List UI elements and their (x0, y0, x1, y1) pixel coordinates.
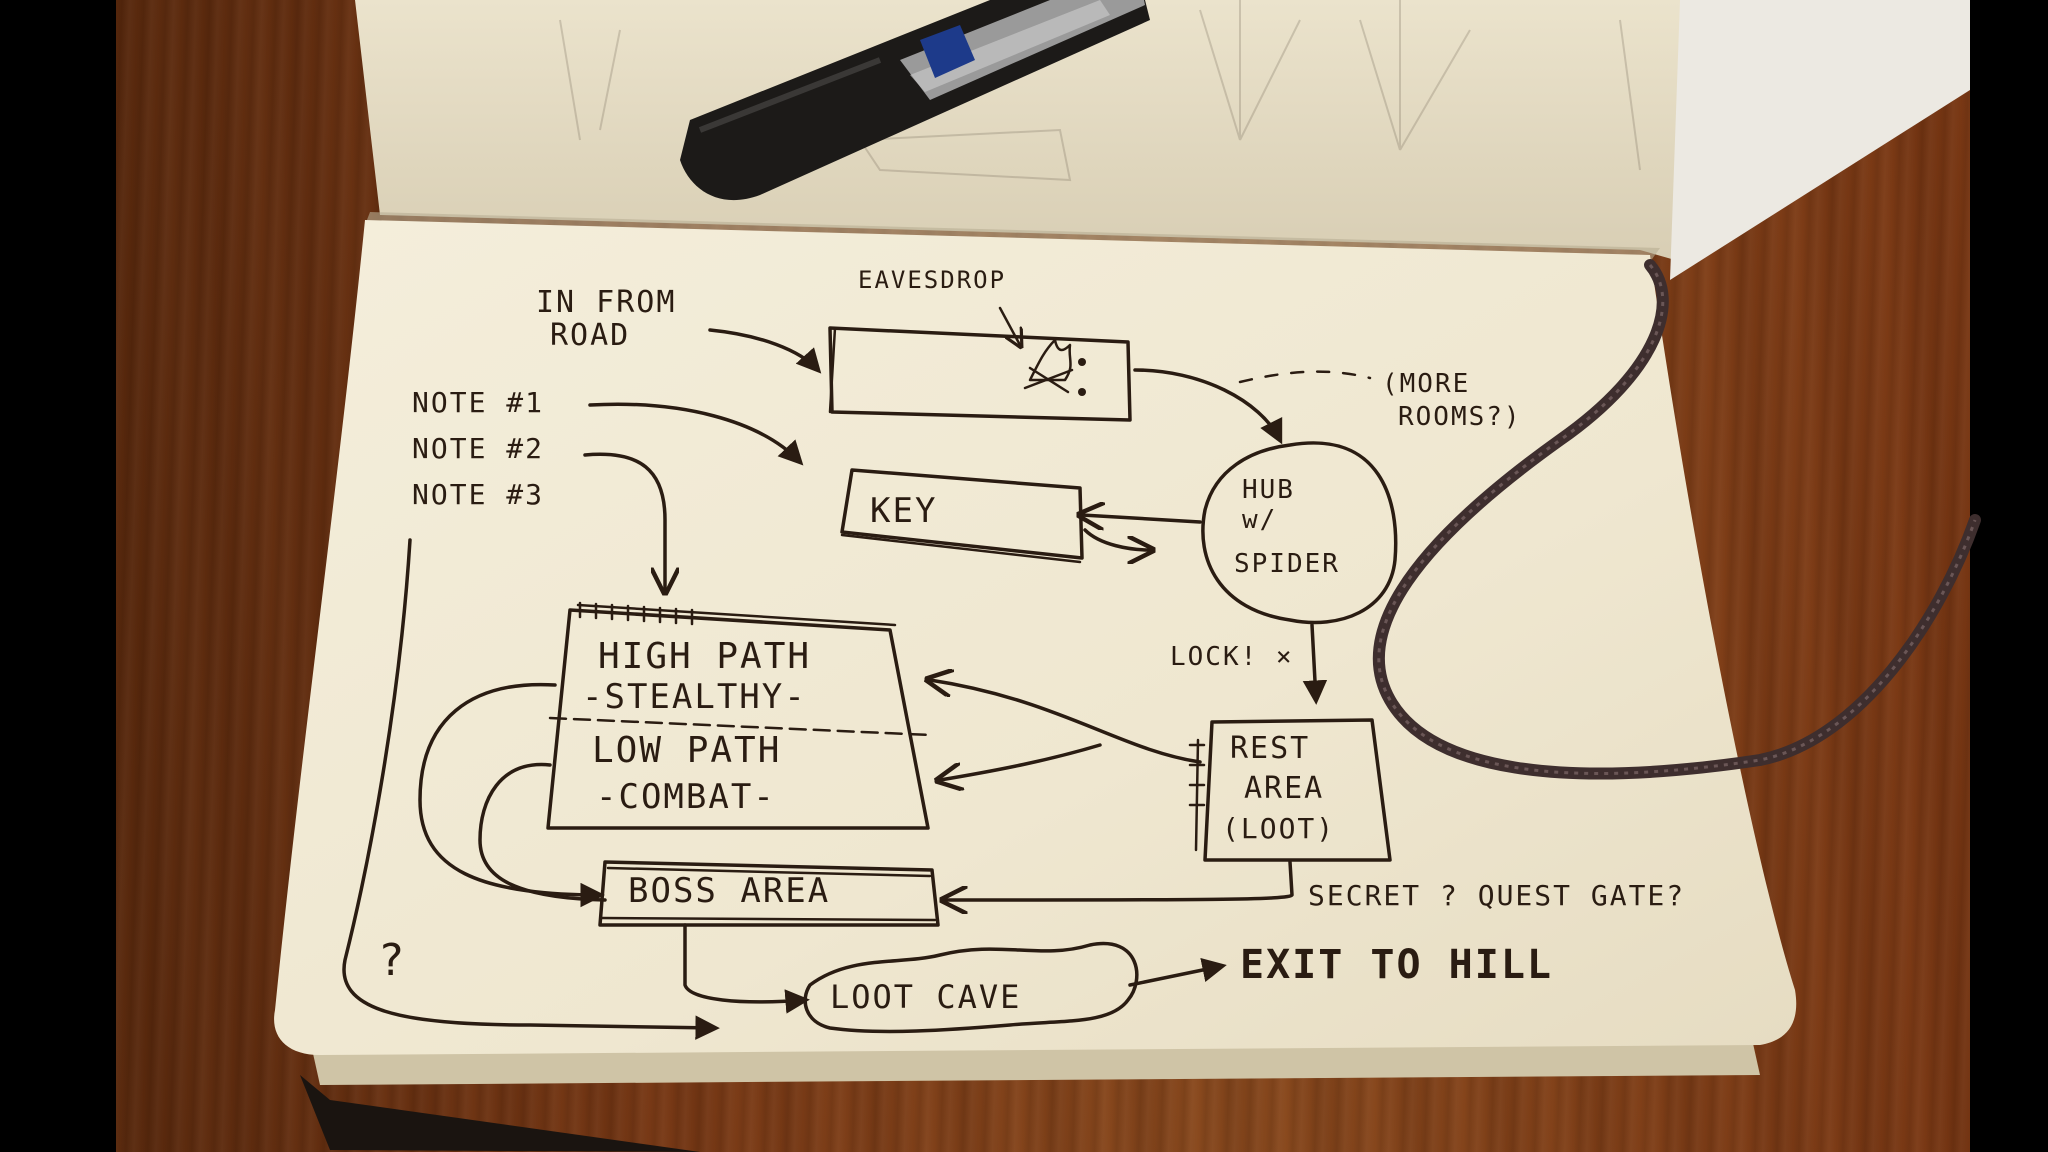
rest-area-ladder (1188, 738, 1206, 852)
arrow-rest-to-boss (945, 860, 1294, 900)
arrow-road-to-entry (708, 328, 822, 374)
label-note-1: NOTE #1 (412, 386, 544, 419)
label-rest-1: REST (1230, 731, 1310, 766)
label-eavesdrop: EAVESDROP (858, 266, 1006, 294)
letterbox-left (0, 0, 116, 1152)
arrow-note2-to-paths (583, 452, 665, 590)
label-boss-area: BOSS AREA (628, 871, 830, 911)
book-cover-edge (300, 1075, 700, 1152)
hub-circle (1201, 441, 1398, 625)
key-room-double-line (840, 533, 1082, 564)
faint-pencil-sketch (559, 0, 1641, 182)
boss-area-double (600, 866, 937, 922)
arrow-cave-to-exit (1128, 957, 1227, 987)
bookmark-ribbon (1372, 259, 1981, 780)
arrow-rest-to-high (930, 680, 1202, 764)
label-hub-2: w/ (1242, 505, 1277, 535)
label-loot-cave: LOOT CAVE (830, 978, 1021, 1016)
paths-box (546, 608, 930, 830)
arrow-rest-to-low (940, 743, 1102, 780)
label-in-from-road-1: IN FROM (536, 285, 676, 320)
arrow-long-loop (342, 538, 720, 1040)
label-secret: SECRET ? QUEST GATE? (1308, 879, 1685, 912)
loot-cave-cloud (803, 941, 1139, 1034)
label-hub-1: HUB (1242, 475, 1295, 505)
arrow-key-out (1083, 528, 1150, 550)
campfire-icon (1023, 338, 1086, 396)
upper-page (355, 0, 1690, 260)
label-note-3: NOTE #3 (412, 478, 544, 511)
label-rest-3: (LOOT) (1222, 812, 1335, 845)
arrow-hub-to-rest (1302, 623, 1328, 705)
arrow-high-to-boss (418, 682, 605, 908)
paths-divider (548, 716, 932, 737)
arrow-note1-to-key (588, 402, 804, 466)
arrow-entry-to-hub (1133, 368, 1283, 445)
label-rest-2: AREA (1244, 771, 1324, 806)
key-room-box (840, 468, 1084, 560)
label-combat: -COMBAT- (596, 777, 776, 817)
label-question: ? (378, 935, 407, 986)
label-hub-3: SPIDER (1234, 549, 1340, 579)
arrow-eavesdrop (998, 306, 1020, 345)
label-lock: LOCK! × (1170, 642, 1294, 672)
label-high-path: HIGH PATH (598, 636, 811, 677)
arrow-hub-to-key (1082, 515, 1202, 522)
entry-room-double-line (828, 326, 837, 414)
paths-box-hatching (578, 601, 694, 626)
letterbox-right (1970, 0, 2048, 1152)
arrow-boss-to-cave (683, 923, 810, 1014)
label-note-2: NOTE #2 (412, 432, 544, 465)
label-in-from-road-2: ROAD (550, 318, 630, 353)
arrow-low-to-boss (478, 762, 607, 902)
label-exit: EXIT TO HILL (1240, 942, 1553, 988)
rest-area-box (1203, 718, 1392, 862)
label-more-rooms-2: ROOMS?) (1398, 402, 1522, 432)
sketch-page (274, 220, 1797, 1055)
label-more-rooms-1: (MORE (1382, 369, 1470, 399)
boss-area-box (598, 860, 940, 927)
paths-box-top-double (576, 603, 897, 627)
label-low-path: LOW PATH (592, 730, 781, 771)
label-key: KEY (870, 491, 937, 531)
marker-pen (680, 0, 1150, 200)
loose-paper (1670, 0, 1970, 280)
label-stealthy: -STEALTHY- (582, 677, 807, 717)
